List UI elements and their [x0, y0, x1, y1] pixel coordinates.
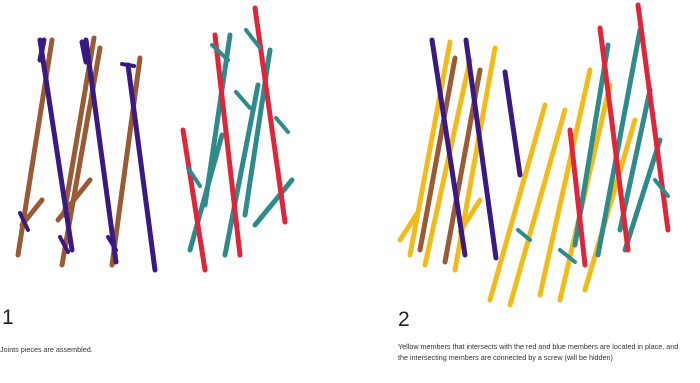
step-1-caption: Joints pieces are assembled.	[0, 344, 200, 355]
teal-joint	[236, 92, 250, 108]
figure-2-combined-lattice	[400, 5, 668, 305]
blue-member	[128, 65, 155, 270]
step-2-caption: Yellow members that intersects with the …	[398, 341, 688, 363]
brown-member	[112, 58, 140, 265]
blue-member	[86, 40, 116, 262]
teal-joint	[276, 118, 288, 132]
step-2-number: 2	[398, 308, 410, 332]
teal-member	[625, 140, 660, 250]
figure-1-blue-brown-lattice	[18, 38, 155, 270]
blue-member	[505, 72, 520, 175]
figure-1-red-teal-lattice	[183, 8, 292, 270]
blue-joint	[122, 64, 134, 66]
yellow-member	[410, 42, 450, 255]
step-1-number: 1	[2, 306, 14, 330]
